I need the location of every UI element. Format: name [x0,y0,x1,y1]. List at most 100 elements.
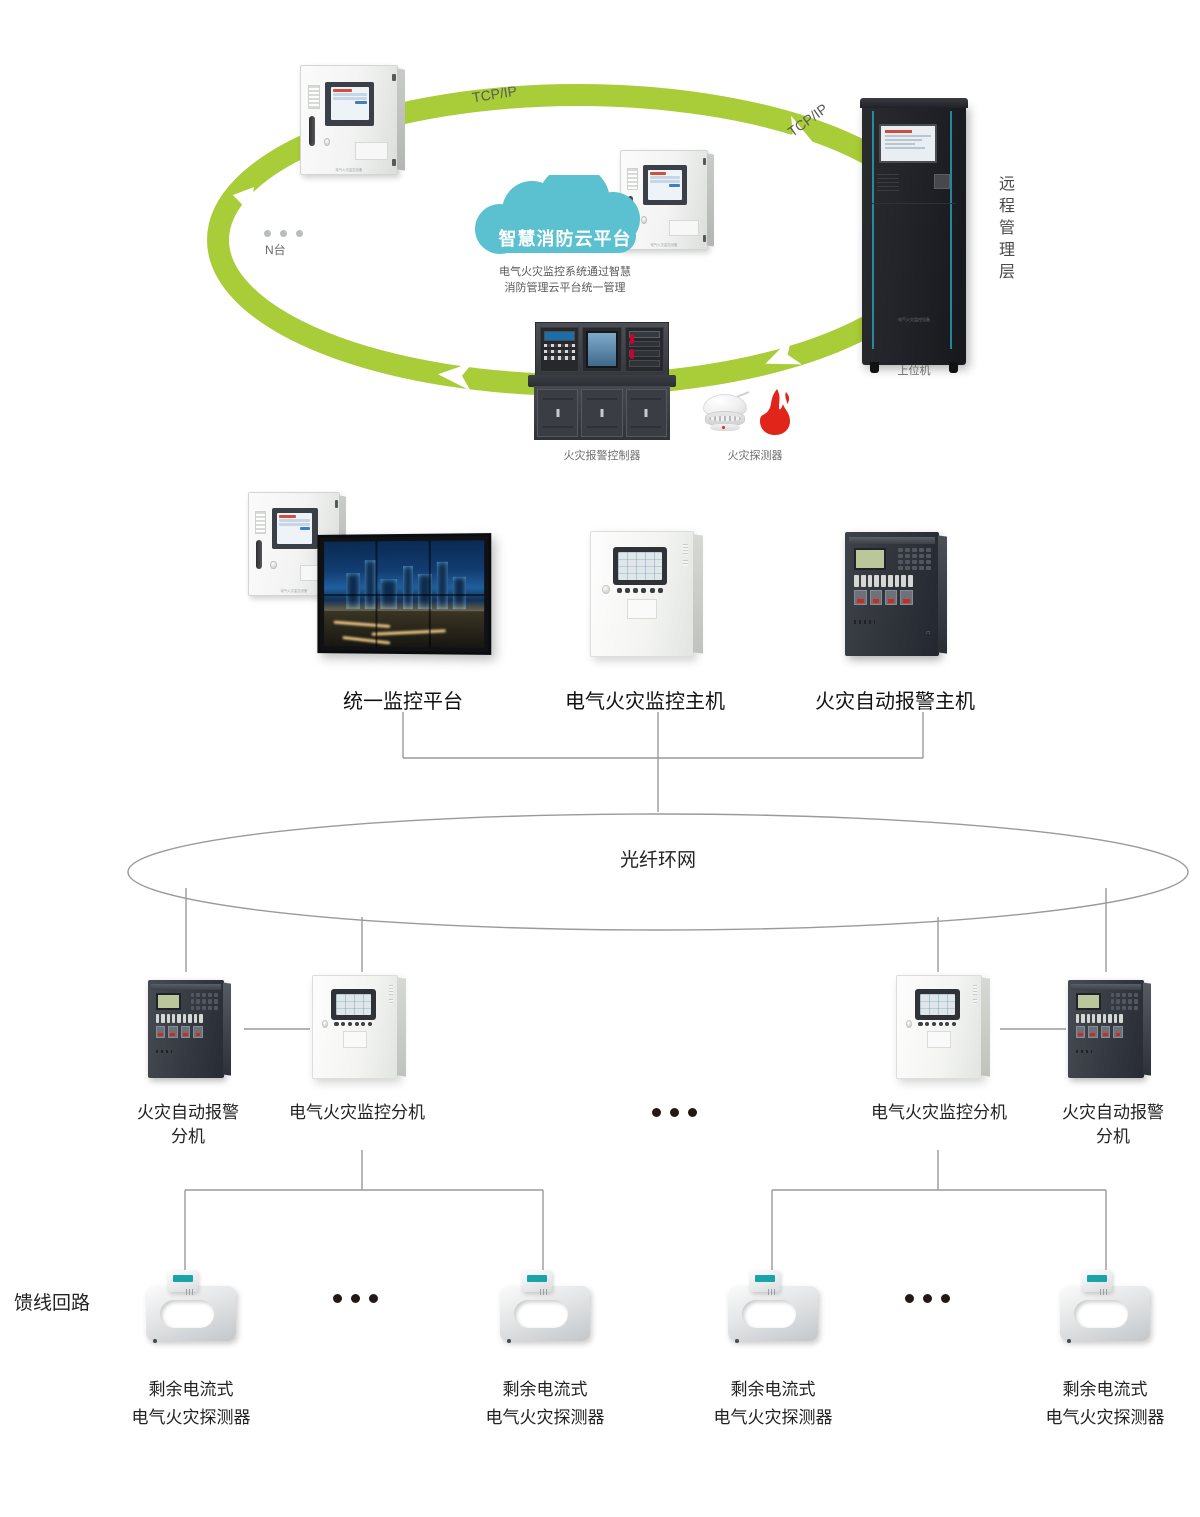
subpanel-keypad[interactable] [1110,992,1138,1011]
rack-foot-left [870,362,879,373]
ct-marking [539,1289,549,1296]
cloud-platform-label: 智慧消防云平台 [498,229,632,249]
panel-nameplate: 电气火灾监控设备 [650,243,678,247]
electrical-fire-monitor-sub-panel-left[interactable] [312,975,406,1079]
caption-fire-alarm-sub-panel-right-l1: 火灾自动报警 [1062,1103,1164,1122]
alarm-host-keypad[interactable] [897,548,932,571]
residual-current-detector-1[interactable] [146,1270,236,1344]
alarm-host-leds [854,575,913,587]
detector-grill [709,415,741,422]
caption-fire-alarm-sub-panel-left-l2: 分机 [171,1127,205,1146]
subpanel-label-plate [342,1031,368,1048]
electrical-fire-monitoring-equipment-1[interactable]: 电气火灾监控设备 [300,65,405,175]
panel-screen [271,507,318,550]
console-door-3[interactable] [625,388,668,437]
fire-detector-device[interactable] [700,390,750,436]
videowall-frame [317,533,492,655]
residual-current-detector-2[interactable] [500,1270,590,1344]
subpanel-buttons[interactable] [334,1021,373,1026]
panel-vents [255,510,267,534]
alarm-host-top-bar [848,536,936,545]
console-door-2[interactable] [581,388,623,437]
host-side [692,534,704,654]
subpanel-switches[interactable] [155,1026,203,1038]
console-bay-monitor [582,327,622,373]
caption-electrical-monitor-sub-panel-right: 电气火灾监控分机 [871,1103,1007,1122]
subpanel-top-bar [151,983,221,990]
rack-rail-right [950,110,953,350]
rack-door [872,202,956,334]
caption-electrical-monitor-sub-panel-left: 电气火灾监控分机 [289,1103,425,1122]
panel-edge-bottom [702,235,707,242]
detector-base [710,424,740,432]
fire-alarm-sub-panel-left[interactable] [148,980,231,1078]
host-computer-rack[interactable]: 电气火灾监控设备 [859,97,969,373]
rack-foot-right [949,362,958,373]
subpanel-buttons[interactable] [918,1021,957,1026]
alarm-host-vent [854,620,876,624]
caption-fire-auto-alarm-host: 火灾自动报警主机 [815,691,975,713]
subpanel-leds [155,1014,203,1024]
panel-handle [308,115,315,147]
subpanel-leds [1075,1014,1123,1024]
fire-alarm-controller-caption: 火灾报警控制器 [563,450,641,462]
panel-screen [325,81,375,126]
subpanel-keypad[interactable] [190,992,218,1011]
caption-detector-4-l1: 剩余电流式 [1062,1380,1148,1399]
console-door-1[interactable] [536,388,579,437]
alarm-host-switches[interactable] [854,590,913,606]
fire-alarm-controller-console[interactable] [528,322,676,440]
caption-detector-2-l1: 剩余电流式 [502,1380,588,1399]
electrical-fire-monitor-host[interactable] [590,531,704,657]
subpanel-side [223,982,231,1076]
subpanel-vent-lower [972,998,977,1005]
electrical-fire-monitoring-equipment-3[interactable]: 电气火灾监控设备 [248,492,347,596]
host-buttons[interactable] [617,587,663,593]
panel-side [397,68,405,172]
panel-edge-bottom [392,158,397,167]
panel-knob [641,216,648,225]
residual-current-detector-4[interactable] [1060,1270,1150,1344]
fiber-ring-network-label: 光纤环网 [619,850,696,871]
fiber-ring-network-ellipse [127,813,1189,931]
ct-indicator-chip [755,1275,775,1282]
electrical-fire-monitor-sub-panel-right[interactable] [896,975,990,1079]
right-pair-link [1000,1028,1066,1030]
ct-window [742,1299,797,1328]
panel-edge-top [392,73,397,82]
subpanel-side [397,977,406,1077]
subpanel-switches[interactable] [1075,1026,1123,1038]
fire-alarm-sub-panel-right[interactable] [1068,980,1151,1078]
caption-detector-3-l1: 剩余电流式 [730,1380,816,1399]
panel-edge-top [702,158,707,165]
fire-auto-alarm-host[interactable]: □ [845,532,948,656]
panel-nameplate: 电气火灾监控设备 [280,588,308,593]
host-computer-caption: 上位机 [897,365,931,377]
caption-detector-3-l2: 电气火灾探测器 [713,1408,833,1427]
subpanel-vent [1075,1049,1093,1053]
ct-pin [153,1338,157,1343]
subpanel-vent-upper [972,985,977,995]
panel-nameplate: 电气火灾监控设备 [335,167,363,172]
subpanel-lcd [330,988,376,1020]
panel-knob [270,560,277,570]
subpanel-lock-knob[interactable] [322,1019,329,1028]
subpanel-lock-knob[interactable] [906,1019,913,1028]
ct-marking [1099,1289,1109,1296]
ring-to-subpanel-lines [185,888,1107,972]
unified-monitoring-platform-videowall[interactable] [315,533,492,655]
panel-slot [354,142,389,160]
branch-ellipsis-middle [652,1108,697,1117]
n-units-label: N台 [265,243,286,257]
ct-pin [1067,1338,1071,1343]
host-vent-upper [682,543,688,555]
console-cabinet-base [533,385,671,440]
subpanel-label-plate [926,1031,952,1048]
left-pair-link [244,1028,310,1030]
subpanel-side [981,977,990,1077]
alarm-host-lcd [854,548,887,571]
subpanel-side [1143,982,1151,1076]
host-lock-knob[interactable] [602,585,610,595]
residual-current-detector-3[interactable] [728,1270,818,1344]
